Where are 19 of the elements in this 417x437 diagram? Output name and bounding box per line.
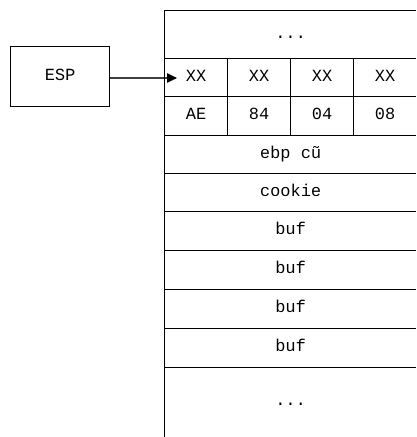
- cell-text: ...: [275, 392, 306, 411]
- cell-text: AE: [186, 106, 206, 125]
- cell-text: 04: [312, 106, 332, 125]
- cell-text: 84: [248, 106, 270, 125]
- cell-text: cookie: [260, 182, 322, 202]
- cell-text: buf: [275, 338, 306, 357]
- cell-text: buf: [275, 299, 306, 318]
- cell-text: XX: [374, 68, 396, 86]
- cell-text: ESP: [44, 67, 76, 86]
- cell-text: buf: [275, 260, 306, 279]
- register-box: [10, 46, 110, 107]
- arrow: [110, 73, 177, 83]
- cell-text: ...: [275, 24, 306, 44]
- cell-text: XX: [312, 68, 332, 86]
- cell-text: XX: [248, 68, 270, 86]
- cell-text: buf: [275, 221, 306, 240]
- cell-text: 08: [374, 106, 396, 125]
- cell-text: XX: [186, 68, 206, 86]
- cell-text: ebp cũ: [260, 144, 322, 164]
